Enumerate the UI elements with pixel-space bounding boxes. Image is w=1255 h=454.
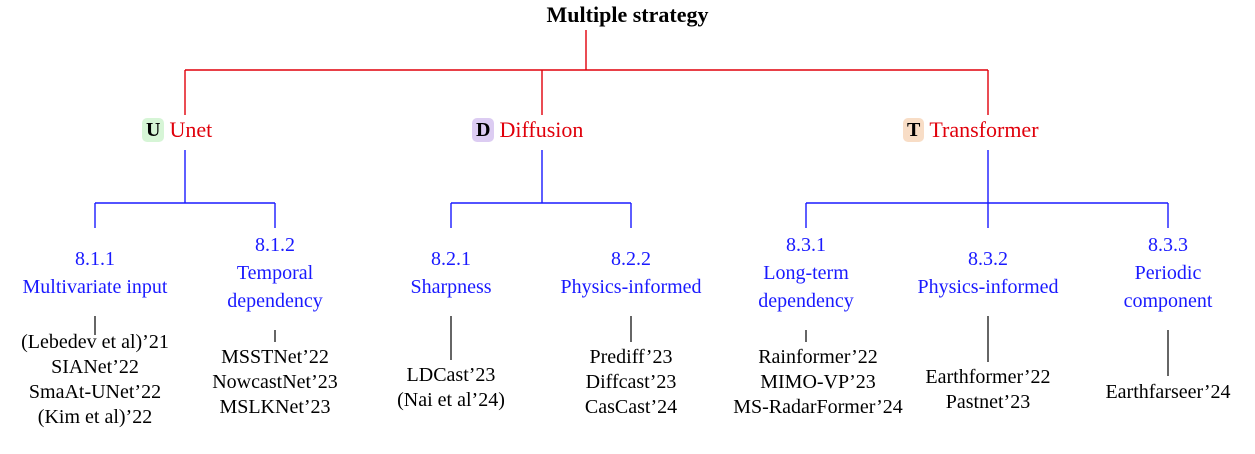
subcategory-number: 8.3.2 [968,248,1008,270]
category-diffusion: D Diffusion [472,114,583,146]
subcategory-8-3-1: 8.3.1 Long-term dependency [758,231,854,315]
category-unet: U Unet [142,114,212,146]
list-item: MIMO-VP’23 [760,371,876,393]
subcategory-8-2-2: 8.2.2 Physics-informed [560,245,701,301]
diffusion-badge: D [472,118,495,142]
list-item: Prediff’23 [589,346,673,368]
list-item: CasCast’24 [584,396,678,418]
list-item: (Nai et al’24) [397,389,505,411]
subcategory-title: Physics-informed [560,276,702,298]
leaf-list-8-1-2: MSSTNet’22 NowcastNet’23 MSLKNet’23 [212,345,338,420]
list-item: Diffcast’23 [585,371,677,393]
leaf-connectors [94,316,1169,376]
subcategory-number: 8.1.2 [254,234,295,256]
subcategory-title: Temporal [236,262,314,284]
list-item: MSSTNet’22 [221,346,329,368]
list-item: LDCast’23 [406,364,496,386]
leaf-list-8-2-1: LDCast’23 (Nai et al’24) [397,363,505,413]
list-item: Rainformer’22 [758,346,878,368]
list-item: (Lebedev et al)’21 [21,331,169,353]
subcategory-number: 8.3.3 [1148,234,1188,256]
subcategory-title: Periodic [1134,262,1202,284]
list-item: Earthformer’22 [925,366,1051,388]
leaf-list-8-3-1: Rainformer’22 MIMO-VP’23 MS-RadarFormer’… [733,345,903,420]
leaf-list-8-3-3: Earthfarseer’24 [1105,380,1230,405]
list-item: Earthfarseer’24 [1105,381,1231,403]
list-item: (Kim et al)’22 [37,406,153,428]
leaf-list-8-1-1: (Lebedev et al)’21 SIANet’22 SmaAt-UNet’… [21,330,169,430]
category-connectors [94,150,1169,228]
subcategory-8-1-1: 8.1.1 Multivariate input [23,245,168,301]
list-item: MS-RadarFormer’24 [733,396,903,418]
transformer-badge: T [903,118,925,142]
root-title: Multiple strategy [546,2,709,27]
transformer-title: Transformer [929,117,1039,142]
list-item: NowcastNet’23 [212,371,338,393]
diffusion-title: Diffusion [499,117,584,142]
subcategory-8-1-2: 8.1.2 Temporal dependency [227,231,323,315]
subcategory-8-2-1: 8.2.1 Sharpness [410,245,491,301]
subcategory-title: Long-term [763,262,849,284]
unet-badge: U [142,118,165,142]
subcategory-8-3-3: 8.3.3 Periodic component [1124,231,1213,315]
subcategory-title: dependency [227,290,323,312]
subcategory-number: 8.1.1 [74,248,115,270]
subcategory-title: Multivariate input [22,276,168,298]
subcategory-title: component [1123,290,1213,312]
category-transformer: T Transformer [903,114,1039,146]
root-connectors [184,30,989,115]
list-item: SIANet’22 [51,356,139,378]
leaf-list-8-3-2: Earthformer’22 Pastnet’23 [925,365,1050,415]
subcategory-title: Physics-informed [917,276,1059,298]
list-item: Pastnet’23 [945,391,1031,413]
subcategory-number: 8.2.1 [430,248,471,270]
subcategory-title: Sharpness [410,276,492,298]
subcategory-title: dependency [758,290,854,312]
unet-title: Unet [169,117,213,142]
list-item: MSLKNet’23 [219,396,331,418]
subcategory-8-3-2: 8.3.2 Physics-informed [917,245,1058,301]
subcategory-number: 8.3.1 [785,234,826,256]
leaf-list-8-2-2: Prediff’23 Diffcast’23 CasCast’24 [585,345,677,420]
subcategory-number: 8.2.2 [611,248,651,270]
list-item: SmaAt-UNet’22 [28,381,162,403]
